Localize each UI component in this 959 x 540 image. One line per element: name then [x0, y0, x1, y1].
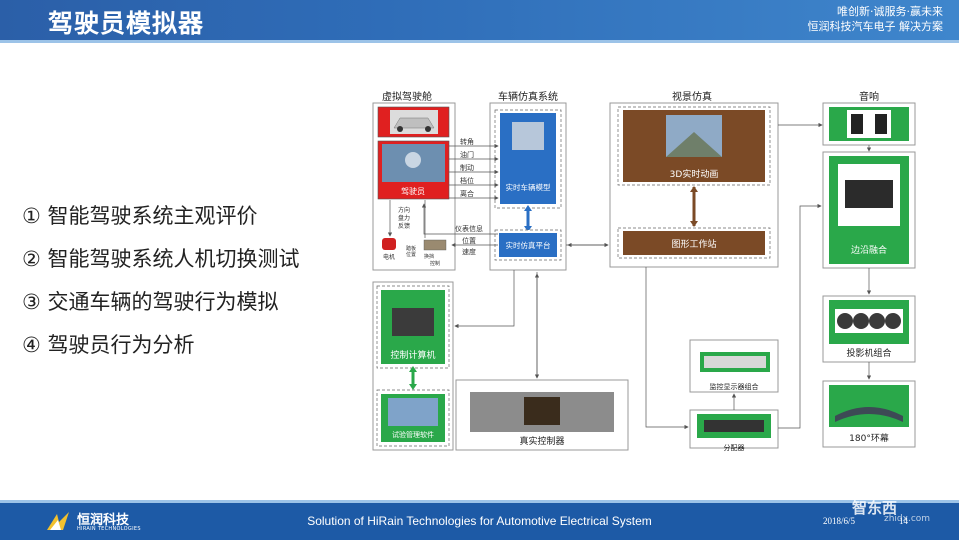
- monitor-icon: [704, 356, 766, 368]
- feedback-label: 盘力: [398, 214, 410, 222]
- screen-label: 180°环幕: [849, 432, 889, 444]
- projector-label: 投影机组合: [846, 347, 891, 359]
- motor-label: 电机: [383, 253, 395, 261]
- page-number: 14: [899, 516, 908, 526]
- edge-blending: 边沿融合: [822, 151, 916, 269]
- footer-brand: 恒润科技: [77, 513, 130, 528]
- projector-icon: [853, 313, 869, 329]
- feature-item: ① 智能驾驶系统主观评价: [22, 204, 258, 228]
- laptop-icon: [392, 308, 434, 336]
- ecu-icon: [524, 397, 560, 425]
- signal-label: 仪表信息: [455, 224, 483, 233]
- footer-brand-en: HIRAIN TECHNOLOGIES: [77, 526, 141, 532]
- workstation-label: 图形工作站: [671, 238, 716, 250]
- feature-item: ② 智能驾驶系统人机切换测试: [22, 247, 300, 271]
- watermark-en: zhidx.com: [884, 514, 931, 524]
- vehicle-sim-title: 车辆仿真系统: [498, 90, 558, 103]
- projector-group: 投影机组合: [822, 295, 916, 363]
- workstation-panel: [623, 231, 765, 255]
- visual-title: 视景仿真: [672, 90, 712, 103]
- car-shape-icon: [393, 117, 435, 129]
- steering-wheel-icon: [405, 152, 421, 168]
- arrow-up-icon: [524, 205, 532, 211]
- feedback-label: 反馈: [398, 222, 410, 230]
- footer-date: 2018/6/5: [823, 516, 856, 526]
- panoramic-screen: 180°环幕: [822, 380, 916, 448]
- screen-image: [835, 407, 903, 422]
- control-computer: 控制计算机 试验管理软件: [372, 281, 454, 451]
- signal-label: 油门: [460, 150, 474, 159]
- projector-icon: [869, 313, 885, 329]
- splitter-label: 分配器: [724, 443, 745, 452]
- header-divider: [0, 40, 959, 43]
- splitter-icon: [704, 420, 764, 432]
- feature-item: ③ 交通车辆的驾驶行为模拟: [22, 290, 279, 314]
- monitor-label: 监控显示器组合: [710, 382, 759, 391]
- audio-system: 音响: [822, 90, 916, 146]
- sensor-icon: [423, 239, 447, 251]
- server-icon: [845, 180, 893, 208]
- virtual-cockpit: 虚拟驾驶舱 驾驶员 方向 盘力 反馈 电机 踏板 位置 换挡 控制: [372, 90, 456, 271]
- vehicle-model-label: 实时车辆模型: [506, 182, 551, 192]
- cockpit-title: 虚拟驾驶舱: [382, 90, 432, 103]
- control-pc-label: 控制计算机: [390, 349, 435, 361]
- driver-label: 驾驶员: [401, 186, 425, 196]
- signal-label: 速度: [462, 247, 476, 256]
- sensor-label: 踏板: [406, 245, 416, 252]
- feature-list: ① 智能驾驶系统主观评价 ② 智能驾驶系统人机切换测试 ③ 交通车辆的驾驶行为模…: [22, 195, 300, 367]
- feature-item: ④ 驾驶员行为分析: [22, 333, 195, 357]
- arrow-down-icon: [524, 226, 532, 232]
- splitter: 分配器: [689, 409, 779, 452]
- real-controller: 真实控制器: [455, 379, 629, 451]
- sensor-label: 位置: [406, 251, 416, 258]
- vehicle-model-image: [512, 122, 544, 150]
- projector-icon: [837, 313, 853, 329]
- hirain-logo-icon: [47, 512, 69, 530]
- visual-simulation: 视景仿真 3D实时动画 图形工作站: [609, 90, 779, 268]
- controller-label: 真实控制器: [519, 435, 564, 447]
- control-signals: 转角 油门 制动 档位 离合 仪表信息 位置 速度: [421, 137, 499, 256]
- signal-label: 离合: [460, 189, 474, 198]
- software-screen-icon: [388, 398, 438, 426]
- wheel-icon: [397, 126, 403, 132]
- monitor-group: 监控显示器组合: [689, 339, 779, 393]
- slogan-line-1: 唯创新·诚服务·赢未来: [837, 5, 943, 18]
- footer-bar: 恒润科技 HIRAIN TECHNOLOGIES Solution of HiR…: [0, 500, 959, 540]
- screen-panel: [829, 385, 909, 427]
- footer-tagline: Solution of HiRain Technologies for Auto…: [307, 514, 652, 528]
- projector-icon: [885, 313, 901, 329]
- watermark: 智东西: [852, 499, 898, 517]
- rt-platform-label: 实时仿真平台: [506, 240, 551, 250]
- page-title: 驾驶员模拟器: [48, 9, 205, 38]
- sensor-label: 换挡: [424, 253, 434, 260]
- audio-title: 音响: [859, 90, 879, 103]
- signal-label: 转角: [460, 137, 474, 146]
- test-sw-label: 试验管理软件: [392, 430, 434, 439]
- rt-platform-panel: [499, 233, 557, 257]
- header-slogan: 唯创新·诚服务·赢未来 恒润科技汽车电子 解决方案: [808, 4, 944, 34]
- sensor-label: 控制: [430, 260, 440, 267]
- vehicle-sim-system: 车辆仿真系统 实时车辆模型 实时仿真平台: [489, 90, 567, 271]
- wheel-icon: [425, 126, 431, 132]
- edge-blend-label: 边沿融合: [851, 244, 887, 256]
- signal-label: 位置: [462, 236, 476, 245]
- signal-label: 制动: [460, 163, 474, 172]
- slogan-line-2: 恒润科技汽车电子 解决方案: [807, 20, 944, 33]
- anim-label: 3D实时动画: [670, 168, 719, 180]
- feedback-label: 方向: [398, 206, 410, 214]
- motor-icon: [382, 238, 396, 250]
- header-bar: 驾驶员模拟器 唯创新·诚服务·赢未来 恒润科技汽车电子 解决方案: [0, 0, 959, 40]
- signal-label: 档位: [460, 176, 474, 185]
